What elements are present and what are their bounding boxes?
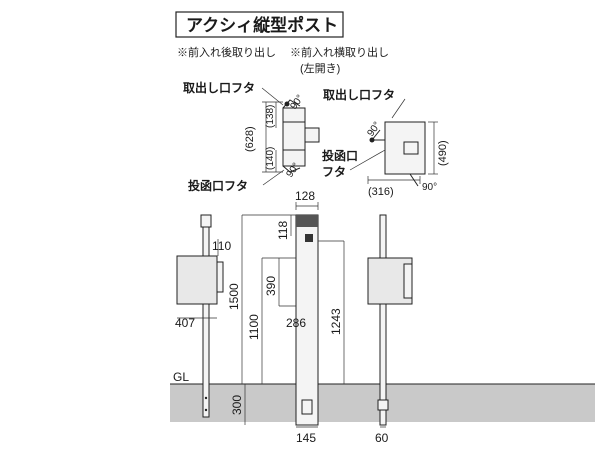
dim-138: (138) <box>265 105 276 128</box>
rear-elevation: 60 <box>367 214 413 445</box>
dim-628: (628) <box>244 126 256 152</box>
dim-140: (140) <box>265 147 276 170</box>
dim-300: 300 <box>230 395 244 415</box>
takeout-lid-label-left: 取出し口フタ <box>183 80 255 95</box>
dim-407: 407 <box>175 316 195 330</box>
dim-128: 128 <box>295 189 315 203</box>
insert-lid-label-right-2: フタ <box>322 165 346 179</box>
dim-145: 145 <box>296 431 316 445</box>
dim-390: 390 <box>264 276 278 296</box>
takeout-lid-label-right: 取出し口フタ <box>323 87 395 102</box>
side-elevation: 110 407 <box>175 214 231 418</box>
variant-side-caption: ※前入れ横取り出し <box>290 45 389 59</box>
gl-label: GL <box>173 370 189 384</box>
dim-110: 110 <box>212 239 231 253</box>
title: アクシィ縦型ポスト <box>186 15 338 35</box>
front-elevation: 128 118 1500 1100 390 286 1243 300 145 <box>227 189 345 445</box>
variant-rear-caption: ※前入れ後取り出し <box>177 45 276 59</box>
title-box <box>175 11 344 38</box>
dim-118: 118 <box>276 221 290 240</box>
dim-316: (316) <box>368 186 394 198</box>
angle-top-right: 90° <box>365 120 383 139</box>
variant-side-note: (左開き) <box>300 62 340 75</box>
dim-1500: 1500 <box>227 283 241 310</box>
angle-right: 90° <box>422 182 437 193</box>
dim-490: (490) <box>437 140 449 166</box>
insert-lid-label-right-1: 投函口 <box>322 148 358 163</box>
dim-60: 60 <box>375 431 389 445</box>
insert-lid-label-left: 投函口フタ <box>188 178 248 193</box>
dim-1243: 1243 <box>329 308 343 335</box>
dim-1100: 1100 <box>247 314 261 340</box>
dim-286: 286 <box>286 316 306 330</box>
detail-rear-takeout: 取出し口フタ (628) (138) (140) 90° 90° 投函口フタ <box>183 80 320 193</box>
detail-side-takeout: 取出し口フタ 90° (490) 投函口 フタ (316) 90° <box>322 87 449 198</box>
